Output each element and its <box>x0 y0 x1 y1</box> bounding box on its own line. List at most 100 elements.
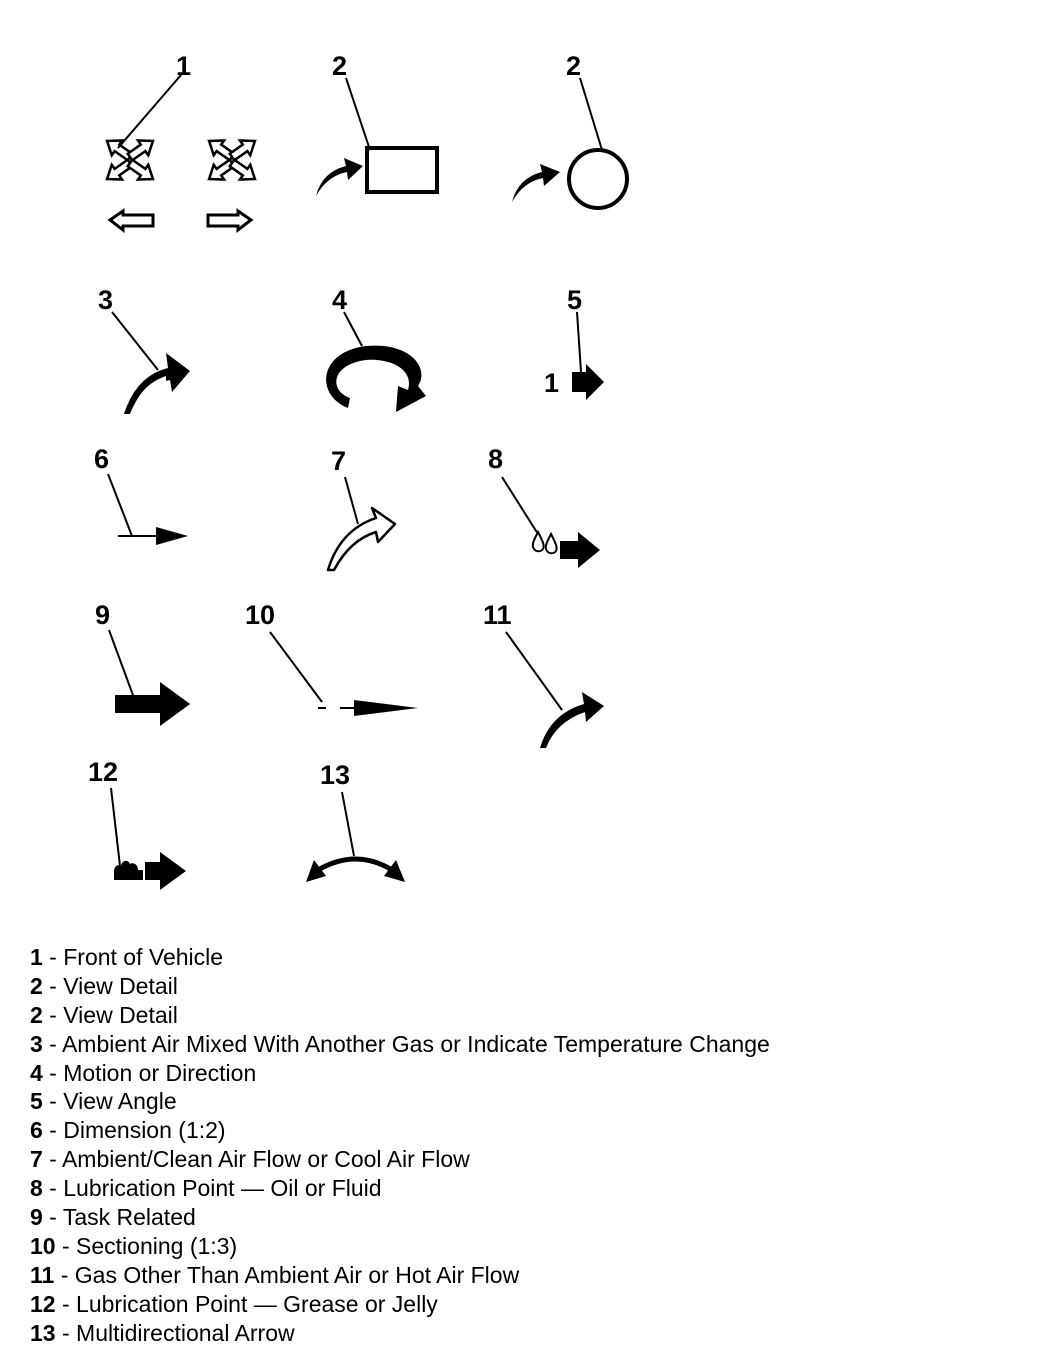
ambient-air-mixed-inner-highlight <box>132 376 166 410</box>
dimension-symbol: 6 <box>94 444 188 545</box>
view-angle-number: 1 <box>544 368 559 398</box>
motion-direction-symbol: 4 <box>326 285 426 412</box>
legend-number: 7 <box>30 1146 43 1173</box>
callout-line-7 <box>344 476 359 525</box>
callout-line-2a <box>345 77 371 151</box>
legend-text: - Ambient Air Mixed With Another Gas or … <box>42 1030 770 1057</box>
lubrication-oil-symbol: 8 <box>488 444 600 568</box>
clean-air-flow-symbol: 7 <box>326 446 397 572</box>
legend-number: 3 <box>30 1030 43 1057</box>
callout-line-2b <box>579 77 603 151</box>
front-of-vehicle-cluster-right <box>202 132 262 188</box>
legend-text: - Ambient/Clean Air Flow or Cool Air Flo… <box>42 1146 470 1173</box>
legend-item: 10 - Sectioning (1:3) <box>30 1232 1030 1261</box>
legend-text: - Dimension (1:2) <box>42 1117 226 1144</box>
callout-number-12: 12 <box>88 757 118 787</box>
view-detail-rectangle-symbol: 2 <box>316 51 439 196</box>
legend-item: 5 - View Angle <box>30 1087 1030 1116</box>
callout-number-9: 9 <box>95 600 110 630</box>
view-detail-circle-symbol: 2 <box>512 51 629 210</box>
lubrication-grease-symbol: 12 <box>88 757 186 890</box>
legend-text: - View Angle <box>42 1088 177 1115</box>
legend-item: 9 - Task Related <box>30 1203 1030 1232</box>
legend-list: 1 - Front of Vehicle 2 - View Detail 2 -… <box>30 943 1030 1347</box>
legend-item: 2 - View Detail <box>30 1001 1030 1030</box>
callout-line-13 <box>341 791 355 857</box>
callout-line-9 <box>108 629 135 699</box>
multidirectional-right-head-icon <box>384 860 405 882</box>
legend-number: 4 <box>30 1059 43 1086</box>
legend-item: 4 - Motion or Direction <box>30 1059 1030 1088</box>
legend-text: - Front of Vehicle <box>42 944 224 970</box>
legend-text: - Lubrication Point — Grease or Jelly <box>55 1290 438 1317</box>
legend-text: - Motion or Direction <box>42 1059 257 1086</box>
callout-number-3: 3 <box>98 285 113 315</box>
motion-direction-circular-arrow-icon <box>326 345 426 412</box>
oil-drop-icon-2 <box>544 531 558 555</box>
legend-item: 11 - Gas Other Than Ambient Air or Hot A… <box>30 1261 1030 1290</box>
legend-number: 12 <box>30 1290 56 1317</box>
callout-line-12 <box>110 787 121 867</box>
legend-number: 2 <box>30 972 43 999</box>
multidirectional-left-head-icon <box>306 860 326 882</box>
legend-item: 7 - Ambient/Clean Air Flow or Cool Air F… <box>30 1145 1030 1174</box>
grease-flow-arrow-icon <box>145 852 186 890</box>
callout-number-13: 13 <box>320 760 350 790</box>
ambient-air-mixed-symbol: 3 <box>98 285 190 414</box>
hot-air-flow-symbol: 11 <box>483 600 604 748</box>
task-related-bold-arrow-icon <box>115 682 190 726</box>
grease-blob-icon <box>114 860 143 880</box>
legend-number: 5 <box>30 1088 43 1115</box>
view-detail-circle-arrow-icon <box>512 164 560 202</box>
legend-number: 10 <box>30 1232 56 1259</box>
callout-number-10: 10 <box>245 600 275 630</box>
hot-air-flow-arrow-icon <box>540 692 604 748</box>
legend-number: 9 <box>30 1204 43 1231</box>
legend-item: 3 - Ambient Air Mixed With Another Gas o… <box>30 1030 1030 1059</box>
legend-item: 6 - Dimension (1:2) <box>30 1116 1030 1145</box>
view-detail-curved-arrow-icon <box>316 158 363 196</box>
callout-number-5: 5 <box>567 285 582 315</box>
legend-text: - Gas Other Than Ambient Air or Hot Air … <box>54 1261 520 1288</box>
callout-number-7: 7 <box>331 446 346 476</box>
legend-item: 12 - Lubrication Point — Grease or Jelly <box>30 1290 1030 1319</box>
legend-number: 1 <box>30 944 43 970</box>
callout-number-11: 11 <box>483 600 512 630</box>
sectioning-arrowhead-icon <box>354 700 418 716</box>
view-angle-arrow-icon <box>572 364 604 400</box>
view-angle-symbol: 1 5 <box>544 285 604 400</box>
view-detail-rectangle-icon <box>365 146 439 194</box>
callout-number-8: 8 <box>488 444 503 474</box>
callout-line-11 <box>505 631 563 711</box>
symbol-diagram: 1 2 2 3 4 1 5 6 <box>88 51 629 890</box>
legend-text: - Task Related <box>42 1204 196 1231</box>
multidirectional-arc <box>316 856 394 873</box>
sectioning-symbol: 10 <box>245 600 418 716</box>
legend-number: 8 <box>30 1175 43 1202</box>
dimension-arrowhead-icon <box>156 527 188 545</box>
view-detail-circle-icon <box>567 148 629 210</box>
legend-item: 1 - Front of Vehicle <box>30 943 1030 972</box>
clean-air-flow-hollow-arrow-icon <box>326 506 397 572</box>
legend-number: 13 <box>30 1319 56 1346</box>
callout-line-3 <box>111 311 159 371</box>
callout-line-10 <box>269 631 323 703</box>
oil-drop-icon <box>531 529 545 553</box>
multidirectional-symbol: 13 <box>306 760 405 882</box>
callout-number-2b: 2 <box>566 51 581 81</box>
callout-number-2a: 2 <box>332 51 347 81</box>
callout-number-6: 6 <box>94 444 109 474</box>
right-hollow-arrow-icon <box>206 208 254 234</box>
callout-number-1: 1 <box>176 51 191 81</box>
legend-number: 6 <box>30 1117 43 1144</box>
left-hollow-arrow-icon <box>107 208 155 234</box>
callout-line-4 <box>343 311 363 347</box>
legend-item: 8 - Lubrication Point — Oil or Fluid <box>30 1174 1030 1203</box>
legend-text: - Sectioning (1:3) <box>55 1232 238 1259</box>
front-of-vehicle-symbol: 1 <box>100 51 262 234</box>
callout-line-1 <box>117 74 182 149</box>
oil-flow-arrow-icon <box>560 532 600 568</box>
front-of-vehicle-cluster-left <box>100 132 160 188</box>
legend-text: - Multidirectional Arrow <box>55 1319 295 1346</box>
legend-number: 2 <box>30 1001 43 1028</box>
